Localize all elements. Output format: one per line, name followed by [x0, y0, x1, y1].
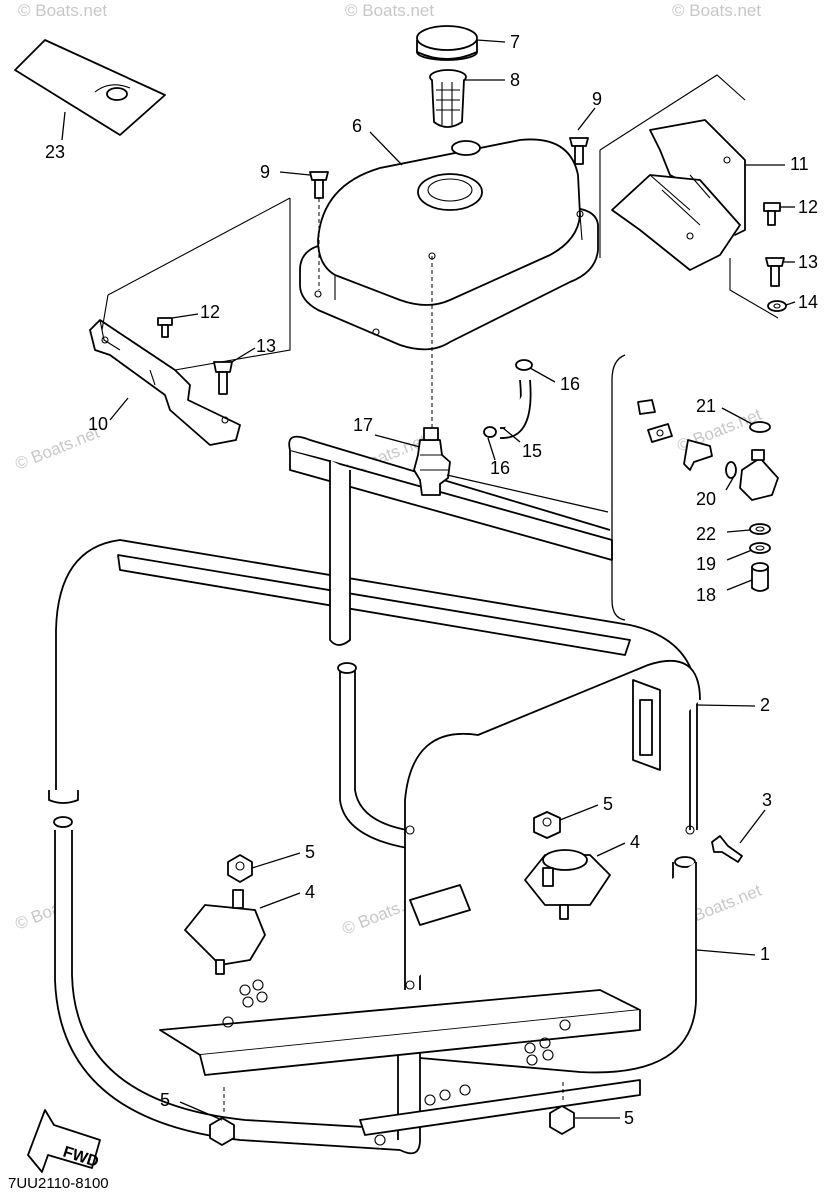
- detail-bracket: [611, 354, 626, 621]
- callout-23: 23: [45, 142, 65, 162]
- callout-20: 20: [696, 489, 716, 509]
- callout-9: 9: [592, 89, 602, 109]
- callout-3: 3: [762, 790, 772, 810]
- callout-labels: 1 2 3 4 4 5 5 5 5 6 7 8 9 9 10 11 12 12 …: [45, 32, 818, 1128]
- callout-6: 6: [352, 116, 362, 136]
- leader-lines: [61, 39, 796, 1121]
- callout-22: 22: [696, 524, 716, 544]
- callout-4: 4: [630, 832, 640, 852]
- callout-17: 17: [353, 415, 373, 435]
- bracket-right: [599, 74, 787, 319]
- callout-16: 16: [490, 458, 510, 478]
- watermark: © Boats.net: [672, 1, 761, 20]
- leader-detail: [446, 474, 609, 513]
- callout-1: 1: [760, 944, 770, 964]
- frame-pipe: [48, 435, 701, 1155]
- fwd-arrow: FWD: [27, 1109, 101, 1173]
- mount-right: [524, 849, 611, 920]
- nuts: [209, 811, 575, 1146]
- callout-21: 21: [696, 396, 716, 416]
- callout-4: 4: [305, 882, 315, 902]
- callout-15: 15: [522, 441, 542, 461]
- fuel-cap: [416, 25, 478, 61]
- mount-left: [184, 889, 266, 975]
- callout-10: 10: [88, 414, 108, 434]
- bolts: [309, 137, 589, 430]
- pouch: [14, 39, 166, 136]
- callout-5: 5: [624, 1108, 634, 1128]
- callout-8: 8: [510, 70, 520, 90]
- callout-11: 11: [790, 154, 809, 174]
- fuel-cock: [413, 427, 451, 496]
- callout-12: 12: [798, 197, 818, 217]
- callout-12: 12: [200, 302, 220, 322]
- callout-19: 19: [696, 554, 716, 574]
- callout-5: 5: [603, 794, 613, 814]
- drawing-code: 7UU2110-8100: [8, 1175, 109, 1192]
- fuel-tank: [299, 138, 599, 351]
- frame-holes: [222, 825, 695, 1146]
- callout-13: 13: [798, 252, 818, 272]
- callout-7: 7: [510, 32, 520, 52]
- callout-16: 16: [560, 374, 580, 394]
- callout-5: 5: [160, 1090, 170, 1110]
- callout-5: 5: [305, 842, 315, 862]
- bracket-left: [89, 197, 291, 446]
- fuel-hose: [483, 359, 533, 439]
- watermark: © Boats.net: [18, 1, 107, 20]
- callout-18: 18: [696, 585, 716, 605]
- watermark: © Boats.net: [345, 1, 434, 20]
- detail-parts: [637, 399, 779, 592]
- bolt-3: [711, 835, 743, 863]
- callout-2: 2: [760, 695, 770, 715]
- fuel-strainer: [429, 69, 467, 128]
- callout-9: 9: [260, 162, 270, 182]
- callout-14: 14: [798, 292, 818, 312]
- callout-13: 13: [256, 336, 276, 356]
